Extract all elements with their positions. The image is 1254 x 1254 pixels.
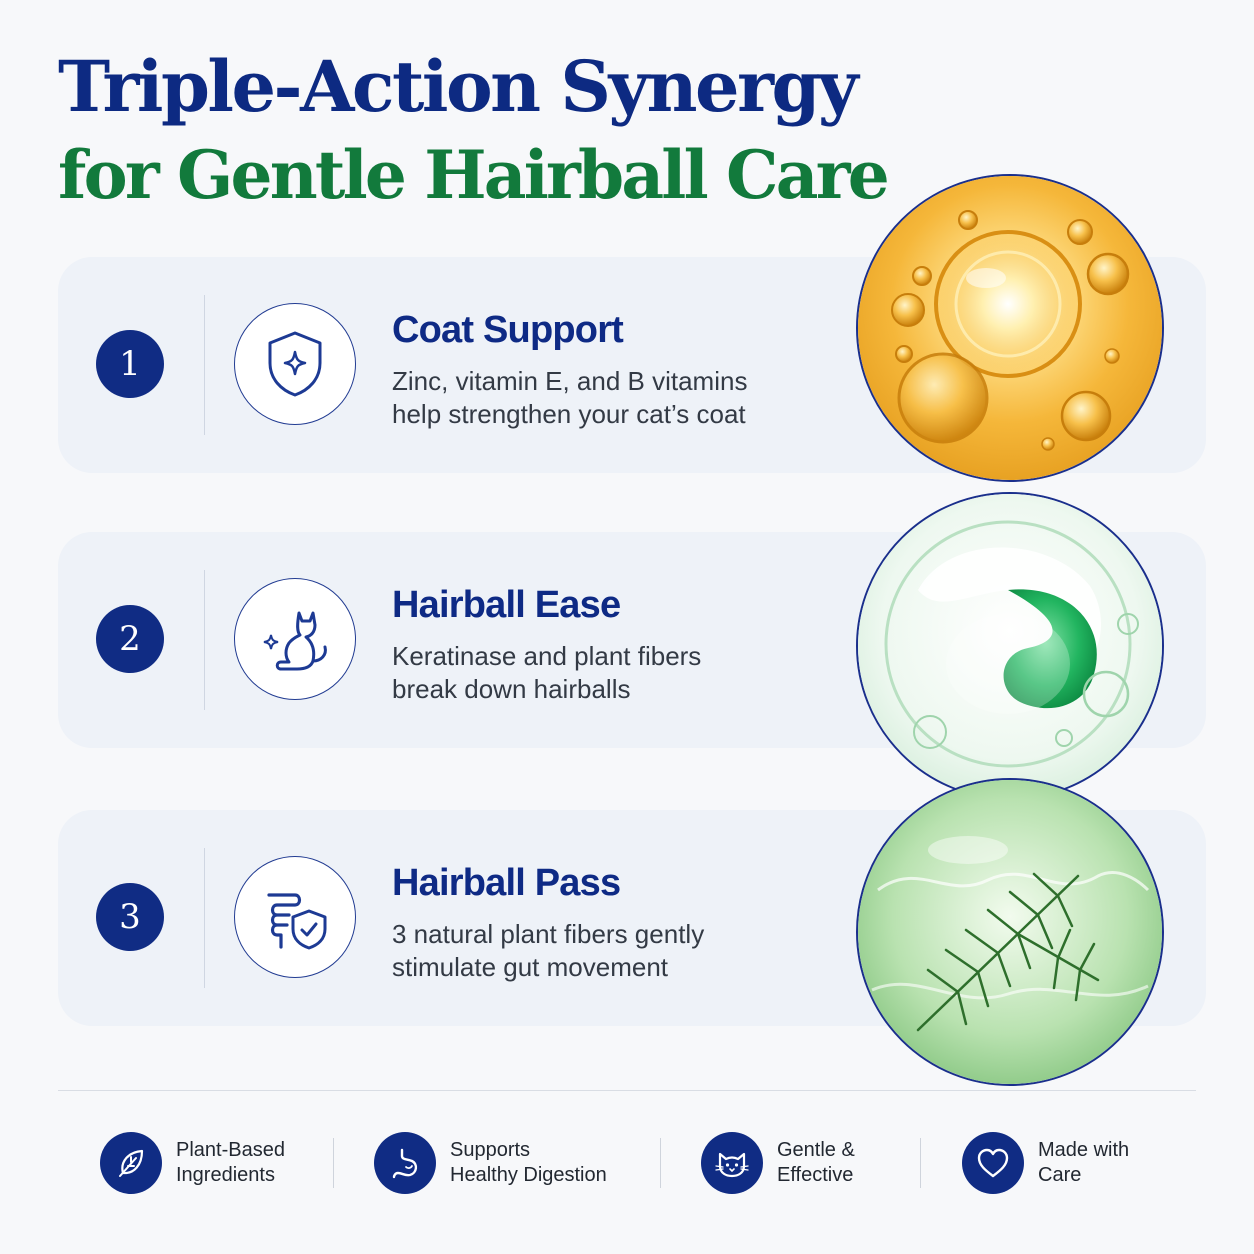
card-divider (204, 295, 205, 435)
feature-description-line: Keratinase and plant fibers (392, 641, 702, 671)
cat-face-icon (701, 1132, 763, 1194)
feature-description: Keratinase and plant fibers break down h… (392, 640, 812, 706)
badge-label-line: Gentle & (777, 1139, 855, 1161)
feature-title: Hairball Pass (392, 862, 621, 904)
shield-sparkle-icon (234, 303, 356, 425)
oil-bubble-image (856, 174, 1164, 482)
badge-label: Made with Care (1038, 1138, 1129, 1188)
badge-divider (333, 1138, 334, 1188)
pine-water-image (856, 778, 1164, 1086)
intestine-shield-icon (234, 856, 356, 978)
headline-line-2: for Gentle Hairball Care (58, 136, 890, 214)
headline: Triple-Action Synergy for Gentle Hairbal… (58, 45, 890, 214)
feature-number: 1 (96, 330, 164, 398)
badge-label: Supports Healthy Digestion (450, 1138, 607, 1188)
feature-number: 2 (96, 605, 164, 673)
headline-line-1: Triple-Action Synergy (58, 45, 859, 128)
badge-label-line: Ingredients (176, 1164, 275, 1186)
badge-label-line: Supports (450, 1139, 531, 1161)
badge-label-line: Healthy Digestion (450, 1164, 607, 1186)
cat-icon (234, 578, 356, 700)
badge-gentle-effective: Gentle & Effective (701, 1132, 855, 1194)
feature-description-line: break down hairballs (392, 674, 631, 704)
badge-label-line: Effective (777, 1164, 854, 1186)
feature-description: Zinc, vitamin E, and B vitamins help str… (392, 365, 812, 431)
badge-label-line: Care (1038, 1164, 1082, 1186)
capsule-swirl-image (856, 492, 1164, 800)
feature-description-line: 3 natural plant fibers gently (392, 919, 705, 949)
feature-title: Coat Support (392, 309, 624, 351)
leaf-icon (100, 1132, 162, 1194)
badge-label: Gentle & Effective (777, 1138, 855, 1188)
badge-label-line: Plant-Based (176, 1139, 285, 1161)
feature-description-line: stimulate gut movement (392, 952, 669, 982)
badge-label: Plant-Based Ingredients (176, 1138, 285, 1188)
badge-plant-based: Plant-Based Ingredients (100, 1132, 285, 1194)
badge-label-line: Made with (1038, 1139, 1130, 1161)
feature-description-line: Zinc, vitamin E, and B vitamins (392, 366, 748, 396)
feature-title: Hairball Ease (392, 584, 621, 626)
heart-icon (962, 1132, 1024, 1194)
feature-description-line: help strengthen your cat’s coat (392, 399, 746, 429)
badge-divider (920, 1138, 921, 1188)
badge-healthy-digestion: Supports Healthy Digestion (374, 1132, 607, 1194)
badge-made-with-care: Made with Care (962, 1132, 1129, 1194)
card-divider (204, 848, 205, 988)
badge-divider (660, 1138, 661, 1188)
footer-divider (58, 1090, 1196, 1091)
card-divider (204, 570, 205, 710)
stomach-icon (374, 1132, 436, 1194)
feature-number: 3 (96, 883, 164, 951)
feature-description: 3 natural plant fibers gently stimulate … (392, 918, 812, 984)
